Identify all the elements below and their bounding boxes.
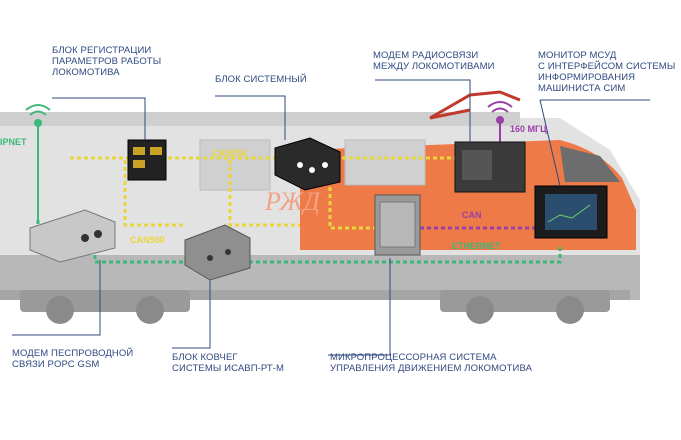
radio-modem-device (454, 141, 526, 193)
yellow-bus (70, 156, 455, 230)
bogie-left (20, 290, 190, 324)
caption-line: СИСТЕМЫ ИСАВП-РТ-М (172, 363, 285, 374)
bus-label-can250: CAN250 (212, 148, 247, 158)
kovcheg-device (184, 224, 251, 281)
leader-lines (12, 79, 650, 356)
registration-block-device (127, 139, 167, 181)
rzd-logo: РЖД (264, 187, 321, 216)
antenna-left (25, 104, 51, 220)
caption-line: МИКРОПРОЦЕССОРНАЯ СИСТЕМА (330, 352, 497, 363)
caption-radio-modem: МОДЕМ РАДИОСВЯЗИ МЕЖДУ ЛОКОМОТИВАМИ (373, 50, 495, 72)
microprocessor-device (374, 194, 421, 256)
caption-line: С ИНТЕРФЕЙСОМ СИСТЕМЫ (538, 61, 676, 72)
caption-line: МОНИТОР МСУД (538, 50, 617, 61)
caption-line: УПРАВЛЕНИЯ ДВИЖЕНИЕМ ЛОКОМОТИВА (330, 363, 533, 374)
monitor-device (534, 185, 608, 239)
caption-monitor: МОНИТОР МСУД С ИНТЕРФЕЙСОМ СИСТЕМЫ ИНФОР… (538, 50, 675, 94)
bogie-right (440, 290, 610, 324)
caption-line: МОДЕМ ПЕСПРОВОДНОЙ (12, 348, 134, 359)
caption-line: ИНФОРМИРОВАНИЯ (538, 72, 636, 83)
caption-microprocessor: МИКРОПРОЦЕССОРНАЯ СИСТЕМА УПРАВЛЕНИЯ ДВИ… (330, 352, 532, 374)
bus-label-can: CAN (462, 210, 482, 220)
caption-line: БЛОК СИСТЕМНЫЙ (215, 74, 307, 85)
system-block-device (274, 137, 341, 191)
caption-registration-block: БЛОК РЕГИСТРАЦИИ ПАРАМЕТРОВ РАБОТЫ ЛОКОМ… (52, 45, 161, 78)
bus-label-freq: 160 МГЦ (510, 124, 547, 134)
bus-label-ipnet: IPNET (0, 137, 27, 147)
windshield (560, 146, 620, 182)
bus-label-can500: CAN500 (130, 235, 165, 245)
caption-line: БЛОК РЕГИСТРАЦИИ (52, 45, 152, 56)
caption-line: ЛОКОМОТИВА (52, 67, 120, 78)
caption-kovcheg-block: БЛОК КОВЧЕГ СИСТЕМЫ ИСАВП-РТ-М (172, 352, 284, 374)
caption-line: БЛОК КОВЧЕГ (172, 352, 238, 363)
caption-line: СВЯЗИ PОРС GSM (12, 359, 100, 370)
wireless-modem-device (29, 209, 116, 263)
caption-line: МАШИНИСТА СИМ (538, 83, 626, 94)
caption-line: ПАРАМЕТРОВ РАБОТЫ (52, 56, 162, 67)
antenna-right (487, 101, 513, 145)
caption-line: МЕЖДУ ЛОКОМОТИВАМИ (373, 61, 495, 72)
pantograph (429, 90, 521, 120)
caption-line: МОДЕМ РАДИОСВЯЗИ (373, 50, 479, 61)
caption-wireless-modem: МОДЕМ ПЕСПРОВОДНОЙ СВЯЗИ PОРС GSM (12, 348, 133, 370)
bus-label-ethernet: ETHERNET (452, 241, 501, 251)
caption-system-block: БЛОК СИСТЕМНЫЙ (215, 74, 307, 85)
